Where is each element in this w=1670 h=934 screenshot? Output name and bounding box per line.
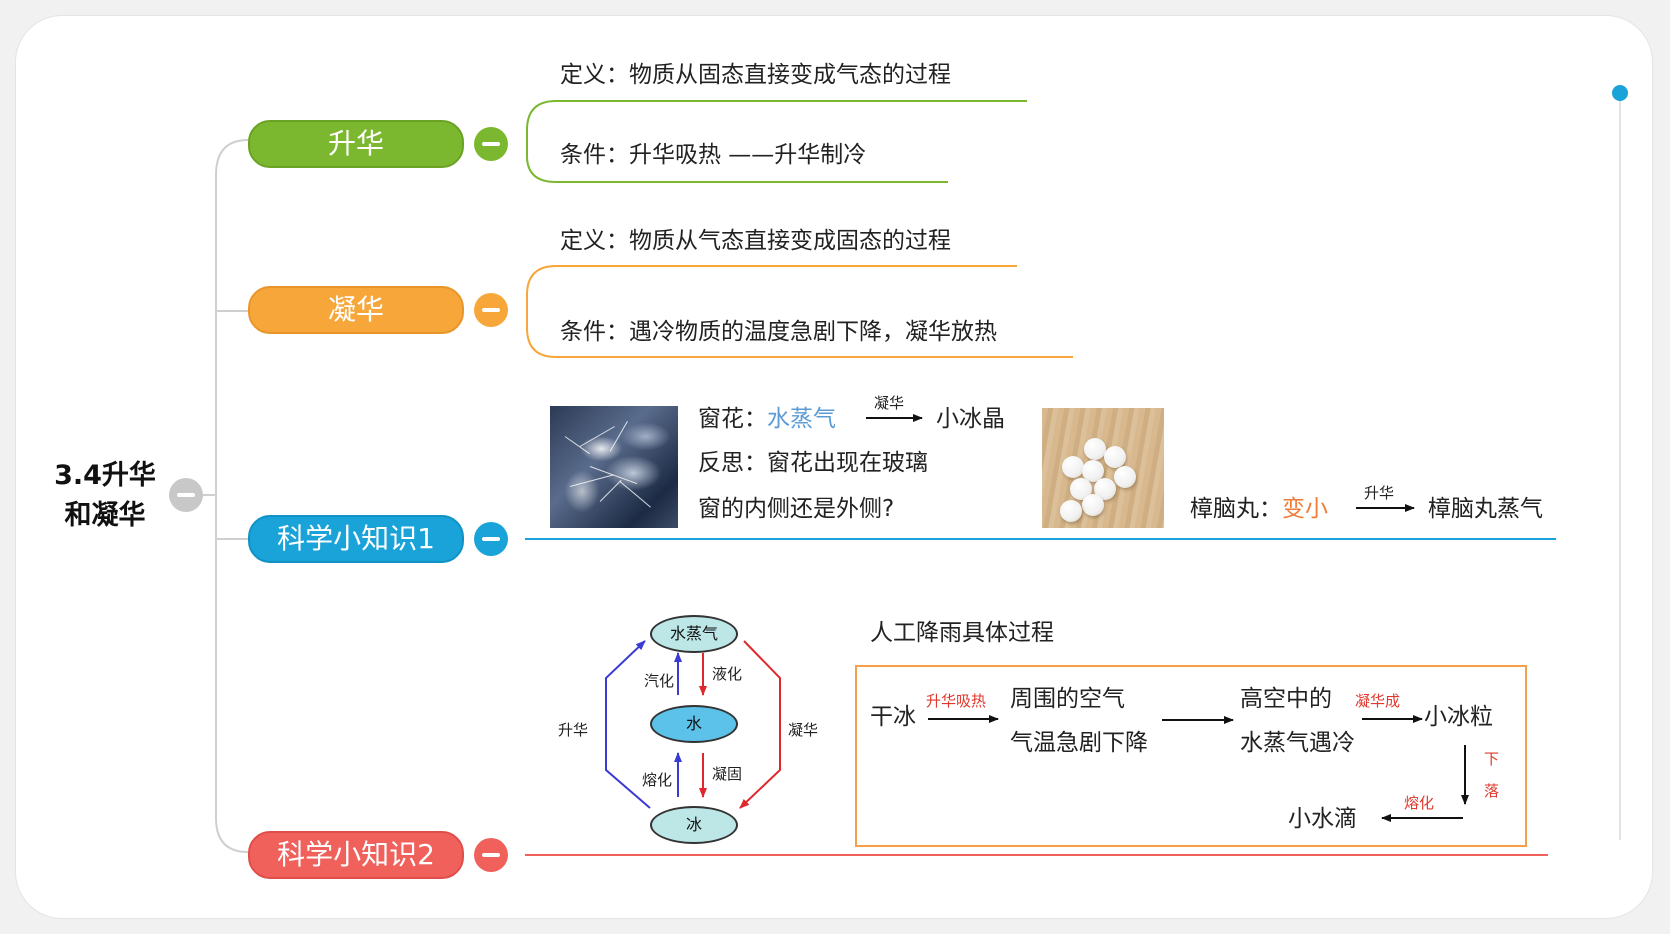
- rain-arrow2-label: 凝华成: [1355, 692, 1401, 710]
- label-melt: 熔化: [642, 771, 673, 789]
- knowledge2-collapse-icon[interactable]: [474, 838, 508, 872]
- deposition-definition[interactable]: 定义：物质从气态直接变成固态的过程: [560, 228, 951, 254]
- rain-vapor-line2[interactable]: 水蒸气遇冷: [1240, 730, 1355, 756]
- window-arrow-label: 凝华: [874, 394, 905, 412]
- deposition-condition[interactable]: 条件：遇冷物质的温度急剧下降，凝华放热: [560, 319, 997, 345]
- branch-knowledge2[interactable]: 科学小知识2: [248, 831, 464, 879]
- branch-deposition[interactable]: 凝华: [248, 286, 464, 334]
- camphor-arrow-label: 升华: [1364, 484, 1395, 502]
- rain-dry-ice[interactable]: 干冰: [870, 704, 916, 730]
- sublimation-collapse-icon[interactable]: [474, 127, 508, 161]
- label-evaporate: 汽化: [644, 672, 675, 690]
- frost-window-photo: [550, 406, 678, 528]
- sublimation-condition[interactable]: 条件：升华吸热 ——升华制冷: [560, 142, 867, 168]
- window-to-term[interactable]: 小冰晶: [936, 406, 1005, 432]
- rain-title[interactable]: 人工降雨具体过程: [870, 620, 1054, 646]
- rain-ice-particle[interactable]: 小冰粒: [1424, 704, 1493, 730]
- branch-sublimation[interactable]: 升华: [248, 120, 464, 168]
- state-water: 水: [650, 705, 738, 743]
- camphor-line[interactable]: 樟脑丸：变小: [1190, 494, 1328, 524]
- label-liquefy: 液化: [712, 665, 743, 683]
- window-from-term: 水蒸气: [767, 406, 836, 432]
- branch-knowledge1[interactable]: 科学小知识1: [248, 515, 464, 563]
- rain-fall-label-2: 落: [1484, 782, 1500, 800]
- scroll-thumb: [1612, 85, 1628, 101]
- trunk-line: [215, 139, 249, 853]
- root-topic[interactable]: 3.4升华 和凝华: [46, 456, 164, 536]
- camphor-change: 变小: [1282, 496, 1328, 522]
- state-vapor: 水蒸气: [650, 615, 738, 653]
- state-ice: 冰: [650, 806, 738, 844]
- label-deposit: 凝华: [788, 721, 819, 739]
- camphor-to-term[interactable]: 樟脑丸蒸气: [1428, 496, 1543, 522]
- sublimation-definition[interactable]: 定义：物质从固态直接变成气态的过程: [560, 62, 951, 88]
- knowledge1-collapse-icon[interactable]: [474, 522, 508, 556]
- camphor-balls-photo: [1042, 408, 1164, 528]
- deposition-bracket: [526, 265, 1073, 358]
- rain-arrow1-label: 升华吸热: [926, 692, 987, 710]
- rain-process-box: [855, 665, 1527, 847]
- reflection-line1[interactable]: 反思：窗花出现在玻璃: [698, 450, 928, 476]
- rain-air-line1[interactable]: 周围的空气: [1010, 686, 1125, 712]
- sublimate-arrow: [605, 640, 651, 809]
- deposit-arrow: [739, 640, 781, 809]
- root-title-line1: 3.4升华: [54, 460, 156, 491]
- label-solidify: 凝固: [712, 765, 743, 783]
- sublimation-bracket: [526, 100, 1027, 183]
- reflection-line2[interactable]: 窗的内侧还是外侧?: [698, 496, 895, 522]
- label-sublimate: 升华: [558, 721, 589, 739]
- camphor-label: 樟脑丸：: [1190, 496, 1282, 522]
- rain-droplet[interactable]: 小水滴: [1288, 806, 1357, 832]
- root-title-line2: 和凝华: [64, 500, 146, 531]
- root-collapse-icon[interactable]: [169, 478, 203, 512]
- deposition-collapse-icon[interactable]: [474, 293, 508, 327]
- rain-air-line2[interactable]: 气温急剧下降: [1010, 730, 1148, 756]
- window-flower-label: 窗花：: [698, 406, 767, 432]
- rain-arrow3-label: 熔化: [1404, 794, 1435, 812]
- window-flower-line[interactable]: 窗花：水蒸气: [698, 404, 836, 434]
- rain-fall-label-1: 下: [1484, 750, 1500, 768]
- rain-vapor-line1[interactable]: 高空中的: [1240, 686, 1332, 712]
